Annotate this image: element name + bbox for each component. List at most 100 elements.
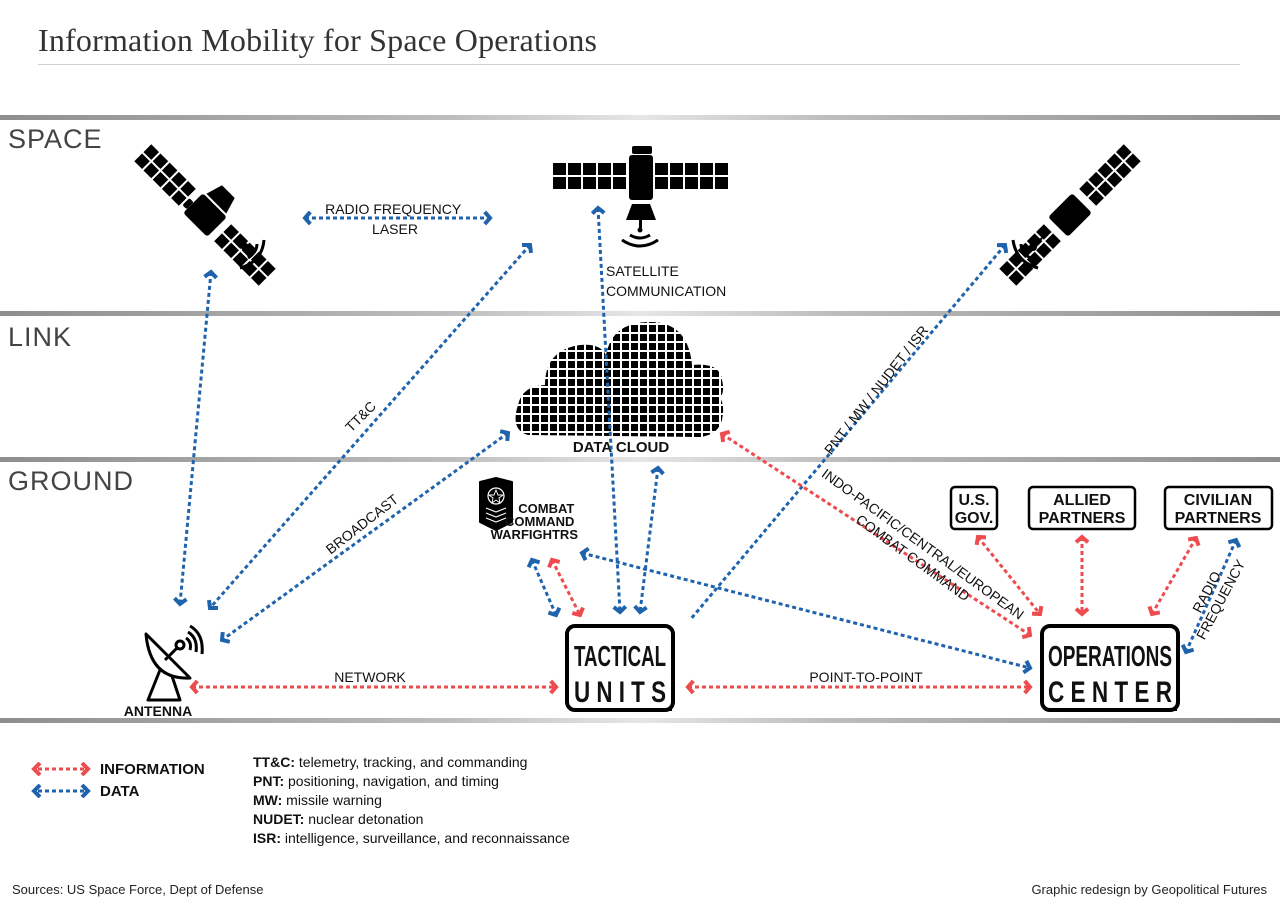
zone-divider-top	[0, 115, 1280, 120]
sources-note: Sources: US Space Force, Dept of Defense	[12, 882, 264, 897]
combat-command-badge-icon	[479, 477, 513, 531]
link-combat-opscenter-arrowhead-end-icon	[1022, 659, 1033, 675]
data-cloud-icon	[515, 322, 724, 437]
legend-data-arrow-icon	[31, 784, 91, 798]
civilian-partners-node[interactable]: CIVILIAN PARTNERS	[1163, 485, 1274, 531]
link-label-radio-frequency-laser: RADIO FREQUENCY LASER	[325, 201, 465, 237]
link-radio-frequency-laser	[302, 210, 493, 226]
link-combat-tactical-info-line	[550, 559, 582, 616]
link-pnt-mw-nudet-isr-arrowhead-start-icon	[996, 242, 1009, 254]
zone-divider-link-ground	[0, 457, 1280, 462]
link-radio-frequency-laser-arrowhead-end-icon	[483, 210, 493, 226]
link-combat-opscenter	[579, 546, 1033, 675]
link-combat-tactical-info-arrowhead-start-icon	[547, 557, 561, 569]
link-usgov-ops-arrowhead-end-icon	[1031, 605, 1044, 617]
legend-information-label: INFORMATION	[100, 760, 205, 778]
link-combat-tactical-info	[547, 557, 585, 618]
link-allied-ops-arrowhead-start-icon	[1074, 534, 1090, 544]
legend: INFORMATION DATA	[30, 758, 205, 802]
link-ttc	[206, 242, 534, 611]
link-allied-ops	[1074, 534, 1090, 617]
abbreviation-item: NUDET: nuclear detonation	[253, 811, 424, 827]
link-label-ttc: TT&C	[342, 398, 379, 435]
link-ttc-arrowhead-start-icon	[521, 242, 534, 254]
zone-divider-bottom	[0, 718, 1280, 723]
link-combat-tactical-data	[526, 557, 562, 618]
legend-data-label: DATA	[100, 782, 140, 800]
link-point-to-point-arrowhead-end-icon	[1023, 679, 1033, 695]
legend-data: DATA	[30, 780, 205, 802]
us-gov-node[interactable]: U.S. GOV.	[949, 485, 999, 531]
link-ttc-arrowhead-end-icon	[206, 599, 219, 611]
link-combat-tactical-info-arrowhead-end-icon	[571, 606, 585, 618]
link-usgov-ops-arrowhead-start-icon	[974, 534, 987, 546]
data-cloud-label: DATA CLOUD	[573, 439, 670, 456]
abbreviation-item: PNT: positioning, navigation, and timing	[253, 773, 499, 789]
zone-label-link: LINK	[8, 322, 73, 352]
satellite-left-icon	[134, 144, 276, 286]
link-broadcast-arrowhead-start-icon	[499, 429, 511, 442]
satellite-right-icon	[999, 144, 1141, 286]
link-cloud-opscenter-line	[721, 432, 1031, 637]
link-radio-frequency-laser-arrowhead-start-icon	[302, 210, 312, 226]
link-sat-left-antenna-arrowhead-end-icon	[173, 596, 188, 607]
link-sat-center-tactical-arrowhead-end-icon	[612, 604, 628, 615]
operations-center-label-line1: OPERATIONS	[1048, 641, 1172, 673]
link-combat-opscenter-arrowhead-start-icon	[579, 546, 590, 562]
antenna-label: ANTENNA	[124, 703, 192, 719]
abbreviation-item: TT&C: telemetry, tracking, and commandin…	[253, 754, 528, 770]
link-sat-left-antenna	[173, 269, 218, 607]
link-label-point-to-point: POINT-TO-POINT	[809, 669, 923, 685]
link-usgov-ops	[974, 534, 1044, 617]
link-combat-tactical-data-arrowhead-end-icon	[547, 606, 562, 618]
solar-panel-upper	[134, 144, 196, 206]
link-civilian-ops-radio-arrowhead-start-icon	[1227, 537, 1242, 549]
tactical-units-label-line2: U N I T S	[574, 676, 666, 709]
legend-information: INFORMATION	[30, 758, 205, 780]
link-network	[189, 679, 559, 695]
link-pnt-mw-nudet-isr	[688, 242, 1009, 621]
satellite-center-icon	[553, 146, 728, 233]
link-label-broadcast: BROADCAST	[323, 491, 402, 558]
abbreviation-item: ISR: intelligence, surveillance, and rec…	[253, 830, 570, 846]
link-sat-center-tactical-line	[596, 207, 622, 613]
link-broadcast-line	[221, 431, 509, 642]
link-ttc-line	[208, 244, 532, 609]
civilian-partners-label-line2: PARTNERS	[1175, 510, 1262, 527]
allied-partners-label-line1: ALLIED	[1053, 492, 1111, 509]
combat-command-label: COMBAT COMMAND WARFIGHTRS	[491, 501, 579, 542]
link-broadcast-arrowhead-end-icon	[219, 631, 231, 644]
operations-center-label-line2: C E N T E R	[1048, 676, 1172, 709]
link-cloud-tactical-arrowhead-end-icon	[633, 604, 648, 615]
link-combat-tactical-data-arrowhead-start-icon	[526, 557, 541, 569]
tactical-units-node[interactable]: TACTICAL U N I T S	[565, 624, 675, 712]
link-network-arrowhead-start-icon	[189, 679, 199, 695]
link-civilian-ops-arrowhead-end-icon	[1147, 605, 1161, 617]
us-gov-label-line1: U.S.	[958, 492, 989, 509]
us-gov-label-line2: GOV.	[955, 510, 994, 527]
operations-center-node[interactable]: OPERATIONS C E N T E R	[1040, 624, 1180, 712]
connector-links	[173, 205, 1242, 695]
signal-waves-left-icon	[235, 237, 266, 270]
link-broadcast	[219, 429, 511, 644]
link-cloud-tactical-arrowhead-start-icon	[650, 465, 665, 476]
allied-partners-node[interactable]: ALLIED PARTNERS	[1027, 485, 1137, 531]
link-civilian-ops-arrowhead-start-icon	[1187, 535, 1201, 547]
link-label-network: NETWORK	[334, 669, 406, 685]
link-cloud-opscenter-arrowhead-end-icon	[1021, 626, 1033, 640]
abbreviation-list: TT&C: telemetry, tracking, and commandin…	[253, 753, 570, 848]
page-title: Information Mobility for Space Operation…	[38, 22, 598, 58]
tactical-units-label-line1: TACTICAL	[574, 641, 666, 673]
link-combat-tactical-data-line	[530, 559, 558, 616]
signal-waves-right-icon	[1011, 237, 1043, 270]
link-sat-left-antenna-arrowhead-start-icon	[203, 269, 218, 280]
link-civilian-ops	[1147, 535, 1201, 617]
credit-note: Graphic redesign by Geopolitical Futures	[1031, 882, 1267, 897]
link-pnt-mw-nudet-isr-line	[688, 244, 1007, 621]
link-sat-center-tactical	[590, 205, 628, 615]
zone-divider-space-link	[0, 311, 1280, 316]
zone-label-space: SPACE	[8, 124, 103, 154]
allied-partners-label-line2: PARTNERS	[1039, 510, 1126, 527]
link-combat-opscenter-line	[581, 551, 1031, 670]
